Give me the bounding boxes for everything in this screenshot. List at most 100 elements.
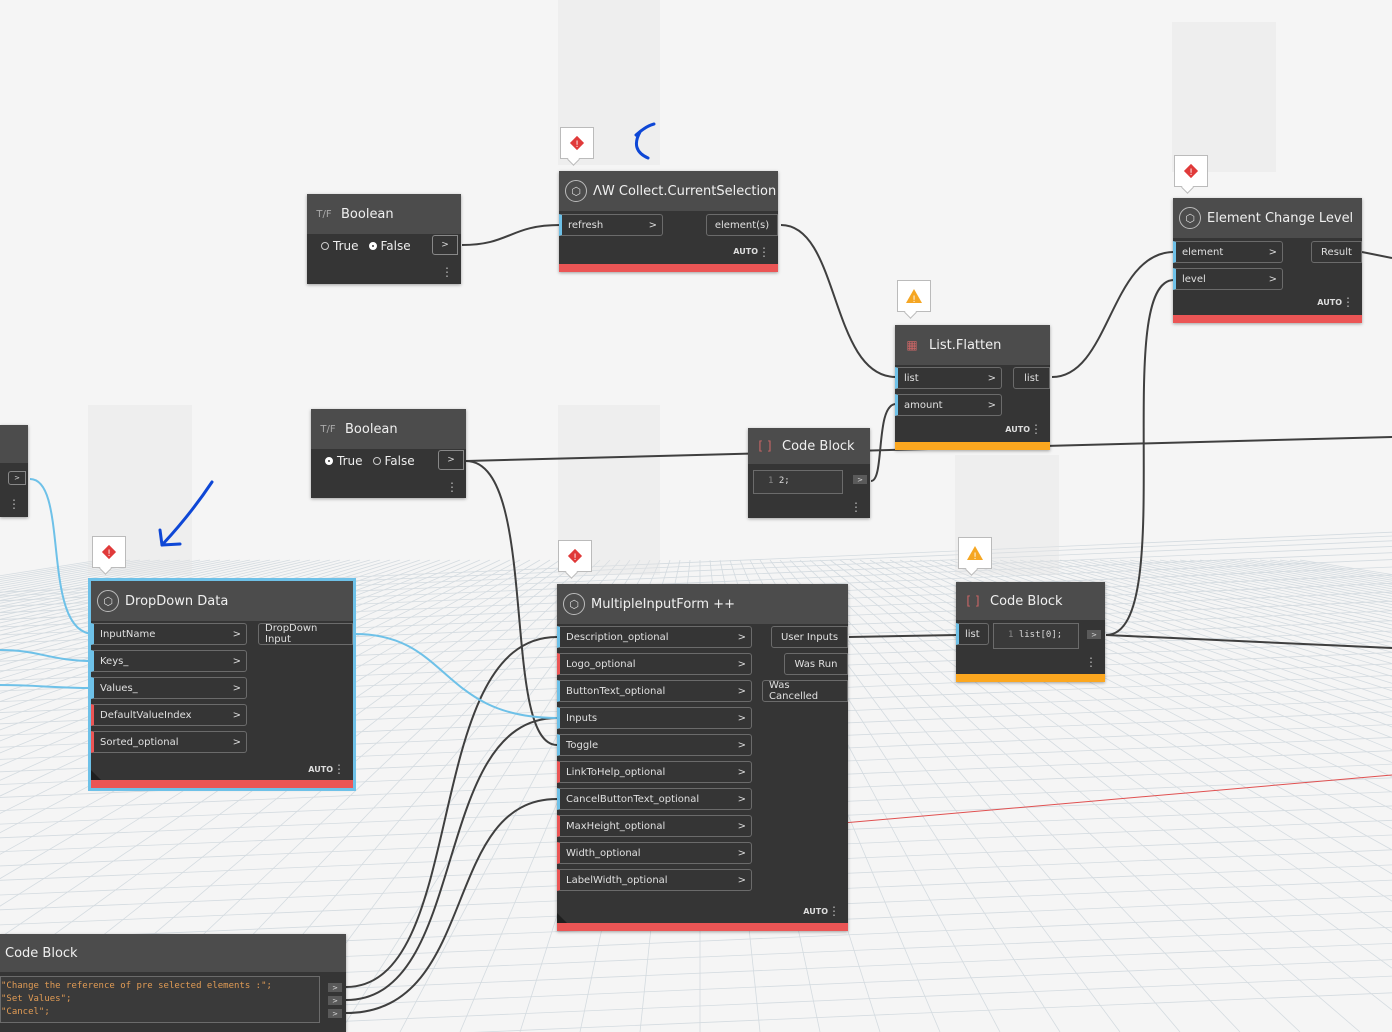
output-port-list[interactable]: list — [1013, 367, 1050, 389]
code-block-node-right[interactable]: [ ] Code Block list 1 list[0]; > ⋮ — [956, 582, 1105, 682]
collect-currentselection-node[interactable]: ⬡ ΛW Collect.CurrentSelection refresh> e… — [559, 171, 778, 272]
true-radio[interactable] — [325, 457, 333, 465]
input-port-inputs[interactable]: Inputs> — [557, 707, 752, 729]
list-icon: ▦ — [906, 338, 918, 352]
boolean-radio-group[interactable]: True False — [321, 239, 411, 253]
output-port[interactable]: > — [8, 471, 26, 485]
input-port-toggle[interactable]: Toggle> — [557, 734, 752, 756]
vertical-dots-icon[interactable]: ⋮ — [8, 497, 20, 511]
true-label: True — [337, 454, 363, 468]
input-port-defaultvalueindex[interactable]: DefaultValueIndex> — [91, 704, 247, 726]
output-port[interactable]: > — [853, 475, 867, 484]
input-port-keys[interactable]: Keys_> — [91, 650, 247, 672]
grid-line — [829, 559, 1392, 969]
grid-line — [0, 559, 361, 661]
grid-line — [0, 559, 341, 650]
error-diamond-icon: ! — [101, 544, 117, 560]
svg-text:!: ! — [973, 552, 977, 561]
error-badge[interactable]: ! — [1174, 155, 1208, 187]
element-change-level-node[interactable]: ⬡ Element Change Level element> level> R… — [1173, 198, 1362, 323]
multipleinputform-node[interactable]: ⬡ MultipleInputForm ++ Description_optio… — [557, 584, 848, 931]
code-line: "Change the reference of pre selected el… — [1, 981, 272, 991]
code-editor[interactable]: 1 list[0]; — [993, 623, 1079, 649]
partial-node-left[interactable]: > ⋮ — [0, 425, 28, 517]
code-block-node-bottom[interactable]: Code Block "Change the reference of pre … — [0, 934, 346, 1032]
vertical-dots-icon[interactable]: ⋮ — [758, 245, 770, 259]
vertical-dots-icon[interactable]: ⋮ — [333, 762, 345, 776]
warning-triangle-icon: ! — [967, 546, 983, 561]
list-flatten-node[interactable]: ▦ List.Flatten list> amount> list AUTO ⋮ — [895, 325, 1050, 450]
input-port-values[interactable]: Values_> — [91, 677, 247, 699]
line-number: 1 — [768, 476, 774, 486]
input-port-buttontext[interactable]: ButtonText_optional> — [557, 680, 752, 702]
vertical-dots-icon[interactable]: ⋮ — [828, 904, 840, 918]
output-port-was-cancelled[interactable]: Was Cancelled — [762, 680, 848, 702]
grid-line — [0, 559, 351, 655]
output-port[interactable]: > — [328, 983, 342, 992]
output-port[interactable]: > — [328, 1009, 342, 1018]
warning-badge[interactable]: ! — [958, 537, 992, 569]
code-line: "Set Values"; — [1, 994, 72, 1004]
lacing-label[interactable]: AUTO — [1005, 425, 1030, 434]
error-status-bar — [557, 923, 848, 931]
input-port-linktohelp[interactable]: LinkToHelp_optional> — [557, 761, 752, 783]
input-port-level[interactable]: level> — [1173, 268, 1283, 290]
input-port-list[interactable]: list> — [895, 367, 1002, 389]
code-editor[interactable]: 1 2; — [753, 470, 843, 494]
error-badge[interactable]: ! — [560, 127, 594, 159]
dropdown-data-node[interactable]: ⬡ DropDown Data InputName> Keys_> Values… — [88, 578, 356, 791]
vertical-dots-icon[interactable]: ⋮ — [441, 265, 453, 279]
output-port[interactable]: > — [432, 235, 458, 255]
input-port-element[interactable]: element> — [1173, 241, 1283, 263]
code-block-node-mid[interactable]: [ ] Code Block 1 2; > ⋮ — [748, 428, 870, 518]
false-radio[interactable] — [368, 242, 377, 250]
node-title: Code Block — [5, 945, 78, 961]
input-port-amount[interactable]: amount> — [895, 394, 1002, 416]
output-port-was-run[interactable]: Was Run — [784, 653, 848, 675]
input-port-list[interactable]: list — [956, 623, 989, 645]
error-badge[interactable]: ! — [92, 536, 126, 568]
input-port-inputname[interactable]: InputName> — [91, 623, 247, 645]
output-port-dropdown-input[interactable]: DropDown Input — [258, 623, 353, 645]
error-badge[interactable]: ! — [558, 540, 592, 572]
vertical-dots-icon[interactable]: ⋮ — [1030, 422, 1042, 436]
output-port-result[interactable]: Result — [1311, 241, 1362, 263]
warning-badge[interactable]: ! — [897, 280, 931, 312]
error-diamond-icon: ! — [1183, 163, 1199, 179]
vertical-dots-icon[interactable]: ⋮ — [1342, 295, 1354, 309]
input-port-width[interactable]: Width_optional> — [557, 842, 752, 864]
vertical-dots-icon[interactable]: ⋮ — [850, 500, 862, 514]
code-block-icon: [ ] — [758, 439, 772, 453]
lacing-label[interactable]: AUTO — [733, 247, 758, 256]
code-block-icon: [ ] — [966, 594, 980, 608]
output-port[interactable]: > — [438, 450, 464, 470]
output-port-user-inputs[interactable]: User Inputs — [771, 626, 848, 648]
false-radio[interactable] — [372, 457, 381, 465]
output-port[interactable]: > — [328, 996, 342, 1005]
lacing-label[interactable]: AUTO — [1317, 298, 1342, 307]
grid-line — [1079, 559, 1392, 638]
output-port[interactable]: > — [1087, 630, 1101, 639]
vertical-dots-icon[interactable]: ⋮ — [1085, 655, 1097, 669]
vertical-dots-icon[interactable]: ⋮ — [446, 480, 458, 494]
grid-line — [1259, 559, 1392, 583]
code-editor[interactable]: "Change the reference of pre selected el… — [0, 976, 320, 1023]
grid-line — [0, 559, 321, 640]
input-port-description[interactable]: Description_optional> — [557, 626, 752, 648]
input-port-maxheight[interactable]: MaxHeight_optional> — [557, 815, 752, 837]
input-port-logo[interactable]: Logo_optional> — [557, 653, 752, 675]
input-port-sorted[interactable]: Sorted_optional> — [91, 731, 247, 753]
input-port-cancelbuttontext[interactable]: CancelButtonText_optional> — [557, 788, 752, 810]
boolean-radio-group[interactable]: True False — [325, 454, 415, 468]
lacing-label[interactable]: AUTO — [803, 907, 828, 916]
boolean-node-mid[interactable]: T/F Boolean True False > ⋮ — [311, 409, 466, 498]
grid-line — [1249, 559, 1392, 585]
lacing-label[interactable]: AUTO — [308, 765, 333, 774]
input-port-labelwidth[interactable]: LabelWidth_optional> — [557, 869, 752, 891]
boolean-node-top[interactable]: T/F Boolean True False > ⋮ — [307, 194, 461, 284]
true-radio[interactable] — [321, 242, 329, 250]
output-port-elements[interactable]: element(s) — [706, 214, 778, 236]
x-axis-red-line — [819, 774, 1392, 826]
input-port-refresh[interactable]: refresh> — [559, 214, 663, 236]
